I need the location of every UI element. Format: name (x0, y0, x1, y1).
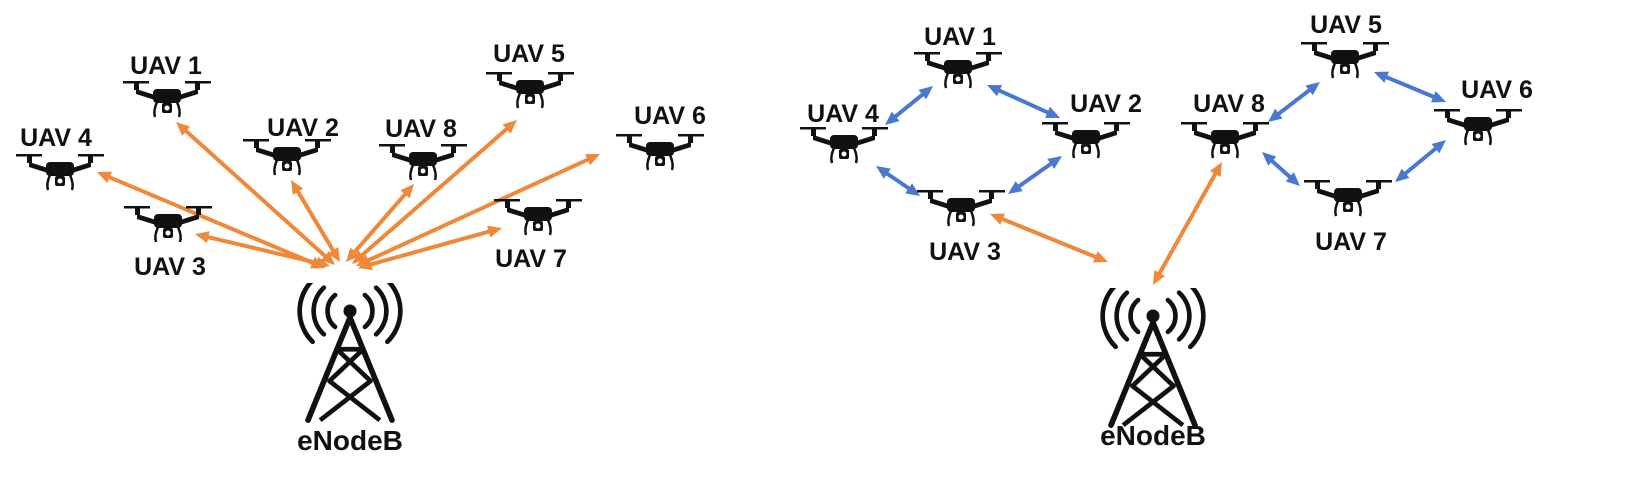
left-uav5-drone-icon (485, 70, 575, 110)
right-uav4-label: UAV 4 (807, 100, 879, 128)
left-tower-icon (300, 280, 401, 420)
left-uav5: UAV 5 (485, 40, 575, 110)
left-link-enodeb-uav2 (291, 180, 340, 262)
left-uav4: UAV 4 (15, 124, 105, 192)
left-uav8-label: UAV 8 (385, 115, 457, 143)
right-uav3-drone-icon (916, 188, 1006, 228)
right-link-uav4-uav3 (876, 166, 920, 196)
right-tower-icon (1103, 285, 1204, 425)
left-uav4-label: UAV 4 (20, 124, 92, 152)
right-uav7-drone-icon (1303, 178, 1393, 218)
left-uav2-label: UAV 2 (267, 114, 339, 142)
right-uav6: UAV 6 (1433, 76, 1533, 147)
right-link-uav4-uav1 (885, 86, 933, 125)
right-link-uav5-uav6 (1374, 71, 1446, 103)
left-uav4-drone-icon (15, 152, 105, 192)
left-uav5-label: UAV 5 (493, 40, 565, 68)
right-uav7-label: UAV 7 (1315, 228, 1387, 256)
left-link-enodeb-uav8 (346, 184, 414, 262)
right-uav4: UAV 4 (799, 100, 889, 165)
right-enodeb-label: eNodeB (1100, 420, 1206, 451)
right-uav2-label: UAV 2 (1070, 90, 1142, 118)
left-enodeb-label: eNodeB (297, 425, 403, 456)
links-layer (97, 71, 1446, 285)
right-uav8: UAV 8 (1180, 90, 1270, 160)
right-uav8-drone-icon (1180, 120, 1270, 160)
left-enodeb: eNodeB (297, 280, 403, 456)
right-uav7: UAV 7 (1303, 178, 1393, 256)
left-uav1-label: UAV 1 (130, 52, 202, 80)
right-uav5-label: UAV 5 (1310, 11, 1382, 39)
right-uav5: UAV 5 (1300, 11, 1390, 80)
left-uav8: UAV 8 (378, 115, 468, 182)
right-uav1-label: UAV 1 (924, 23, 996, 51)
right-uav2: UAV 2 (1041, 90, 1142, 160)
left-uav3-label: UAV 3 (134, 253, 206, 281)
right-uav6-drone-icon (1433, 107, 1523, 147)
left-uav2-drone-icon (242, 137, 332, 177)
nodes-layer: eNodeB UAV 1 UAV 2 UAV 3 UAV 4 UAV 5 UAV 6 UAV … (15, 11, 1533, 456)
left-uav2: UAV 2 (242, 114, 339, 177)
left-link-enodeb-uav4 (97, 171, 325, 269)
right-uav1: UAV 1 (913, 23, 1003, 90)
right-link-uav3-uav2 (1008, 156, 1062, 194)
right-enodeb: eNodeB (1100, 285, 1206, 451)
right-uav2-drone-icon (1041, 120, 1131, 160)
right-uav8-label: UAV 8 (1193, 90, 1265, 118)
right-link-uav8-uav5 (1268, 82, 1320, 122)
right-uav4-drone-icon (799, 125, 889, 165)
left-link-enodeb-uav1 (176, 122, 335, 265)
left-uav1-drone-icon (122, 79, 212, 119)
right-link-enodeb-uav8 (1153, 162, 1222, 285)
left-uav6: UAV 6 (615, 102, 706, 172)
left-uav7: UAV 7 (493, 197, 583, 273)
right-link-uav7-uav6 (1395, 140, 1446, 182)
right-uav3: UAV 3 (916, 188, 1006, 266)
right-uav6-label: UAV 6 (1461, 76, 1533, 104)
left-uav7-label: UAV 7 (495, 245, 567, 273)
right-uav3-label: UAV 3 (929, 238, 1001, 266)
left-uav3: UAV 3 (123, 204, 213, 281)
right-link-uav3-enodeb (990, 213, 1108, 263)
left-uav6-drone-icon (615, 132, 705, 172)
left-uav1: UAV 1 (122, 52, 212, 119)
right-uav1-drone-icon (913, 50, 1003, 90)
right-link-uav1-uav2 (987, 85, 1060, 118)
left-uav6-label: UAV 6 (634, 102, 706, 130)
left-link-enodeb-uav7 (358, 225, 502, 271)
right-link-uav8-uav7 (1262, 152, 1300, 186)
left-uav7-drone-icon (493, 197, 583, 237)
